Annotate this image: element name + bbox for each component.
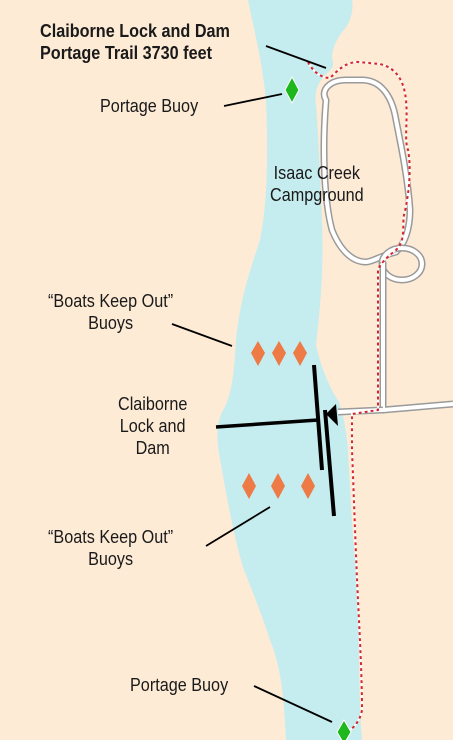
portage-buoy-top-label: Portage Buoy [100,96,199,116]
lock-dam-line2: Lock and [119,416,186,436]
lock-dam-label: Claiborne Lock and Dam [118,393,187,459]
leader-lines [171,45,333,723]
map-title-line2: Portage Trail 3730 feet [40,43,212,63]
portage-trail [307,60,411,735]
keep-out-top-line2: Buoys [88,313,134,333]
dam-structure [312,364,338,517]
lock-dam-line3: Dam [135,438,170,458]
portage-buoy-bottom-marker [336,719,352,740]
keep-out-bottom-label: “Boats Keep Out” Buoys [48,526,173,570]
keep-out-top-line1: “Boats Keep Out” [48,291,174,311]
portage-buoy-top-marker [284,75,300,105]
river [217,0,362,740]
keep-out-top-label: “Boats Keep Out” Buoys [48,290,173,334]
map-title: Claiborne Lock and Dam Portage Trail 373… [40,20,230,64]
campground-label: Isaac Creek Campground [270,162,364,206]
keep-out-bottom-line2: Buoys [88,549,134,569]
keep-out-bottom-line1: “Boats Keep Out” [48,527,174,547]
campground-label-line1: Isaac Creek [273,163,361,183]
keep-out-buoys-top [251,341,307,366]
lock-dam-line1: Claiborne [118,394,188,414]
campground-label-line2: Campground [270,185,364,205]
portage-buoy-bottom-label: Portage Buoy [130,675,229,695]
portage-trail-edge [307,60,411,735]
map-title-line1: Claiborne Lock and Dam [40,21,230,41]
keep-out-buoys-bottom [242,473,315,499]
